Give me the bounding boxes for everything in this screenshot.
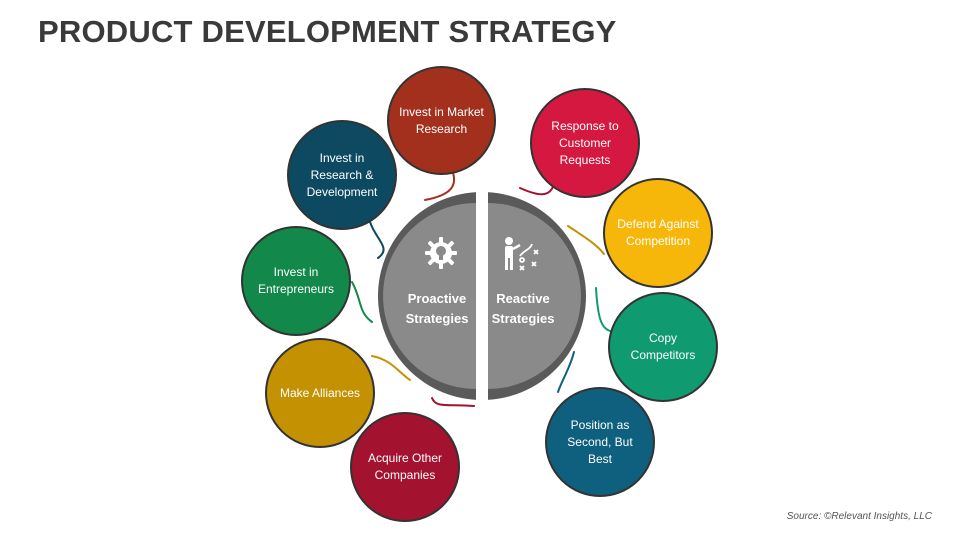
circle-acquire-other-companies: Acquire Other Companies <box>350 412 460 522</box>
proactive-half <box>383 203 476 389</box>
source-credit: Source: ©Relevant Insights, LLC <box>786 511 932 522</box>
circle-label: Invest in Market Research <box>399 104 484 136</box>
strategy-person-icon <box>505 237 539 271</box>
circle-response-customer-requests: Response to Customer Requests <box>530 88 640 198</box>
circle-label: Defend Against Competition <box>617 217 699 248</box>
circle-label: Invest in Entrepreneurs <box>257 265 335 296</box>
circle-invest-entrepreneurs: Invest in Entrepreneurs <box>241 226 351 336</box>
page-title: PRODUCT DEVELOPMENT STRATEGY <box>38 14 617 49</box>
circle-label: Acquire Other Companies <box>367 451 443 482</box>
circle-label: Invest in Research & Development <box>306 150 378 199</box>
proactive-strategies-label: Proactive Strategies <box>405 291 469 326</box>
circle-defend-against-competition: Defend Against Competition <box>603 178 713 288</box>
connector-research-development <box>369 221 385 259</box>
circle-copy-competitors: Copy Competitors <box>608 292 718 402</box>
connector-alliances <box>371 355 411 381</box>
connector-defend <box>567 225 605 255</box>
circle-label: Position as Second, But Best <box>567 417 633 466</box>
connector-customer-requests <box>519 183 555 196</box>
circle-label: Copy Competitors <box>630 331 696 362</box>
connector-entrepreneurs <box>351 281 373 323</box>
circle-label: Make Alliances <box>279 385 361 400</box>
connector-acquire <box>431 397 475 407</box>
gear-lightbulb-icon <box>425 237 457 269</box>
circle-make-alliances: Make Alliances <box>265 338 375 448</box>
reactive-strategies-label: Reactive Strategies <box>491 291 555 326</box>
circle-position-second-best: Position as Second, But Best <box>545 387 655 497</box>
circle-invest-research-development: Invest in Research & Development <box>287 120 397 230</box>
connector-position <box>557 351 575 393</box>
circle-invest-market-research: Invest in Market Research <box>387 66 496 175</box>
center-divider <box>476 190 488 402</box>
circle-label: Response to Customer Requests <box>551 118 619 167</box>
